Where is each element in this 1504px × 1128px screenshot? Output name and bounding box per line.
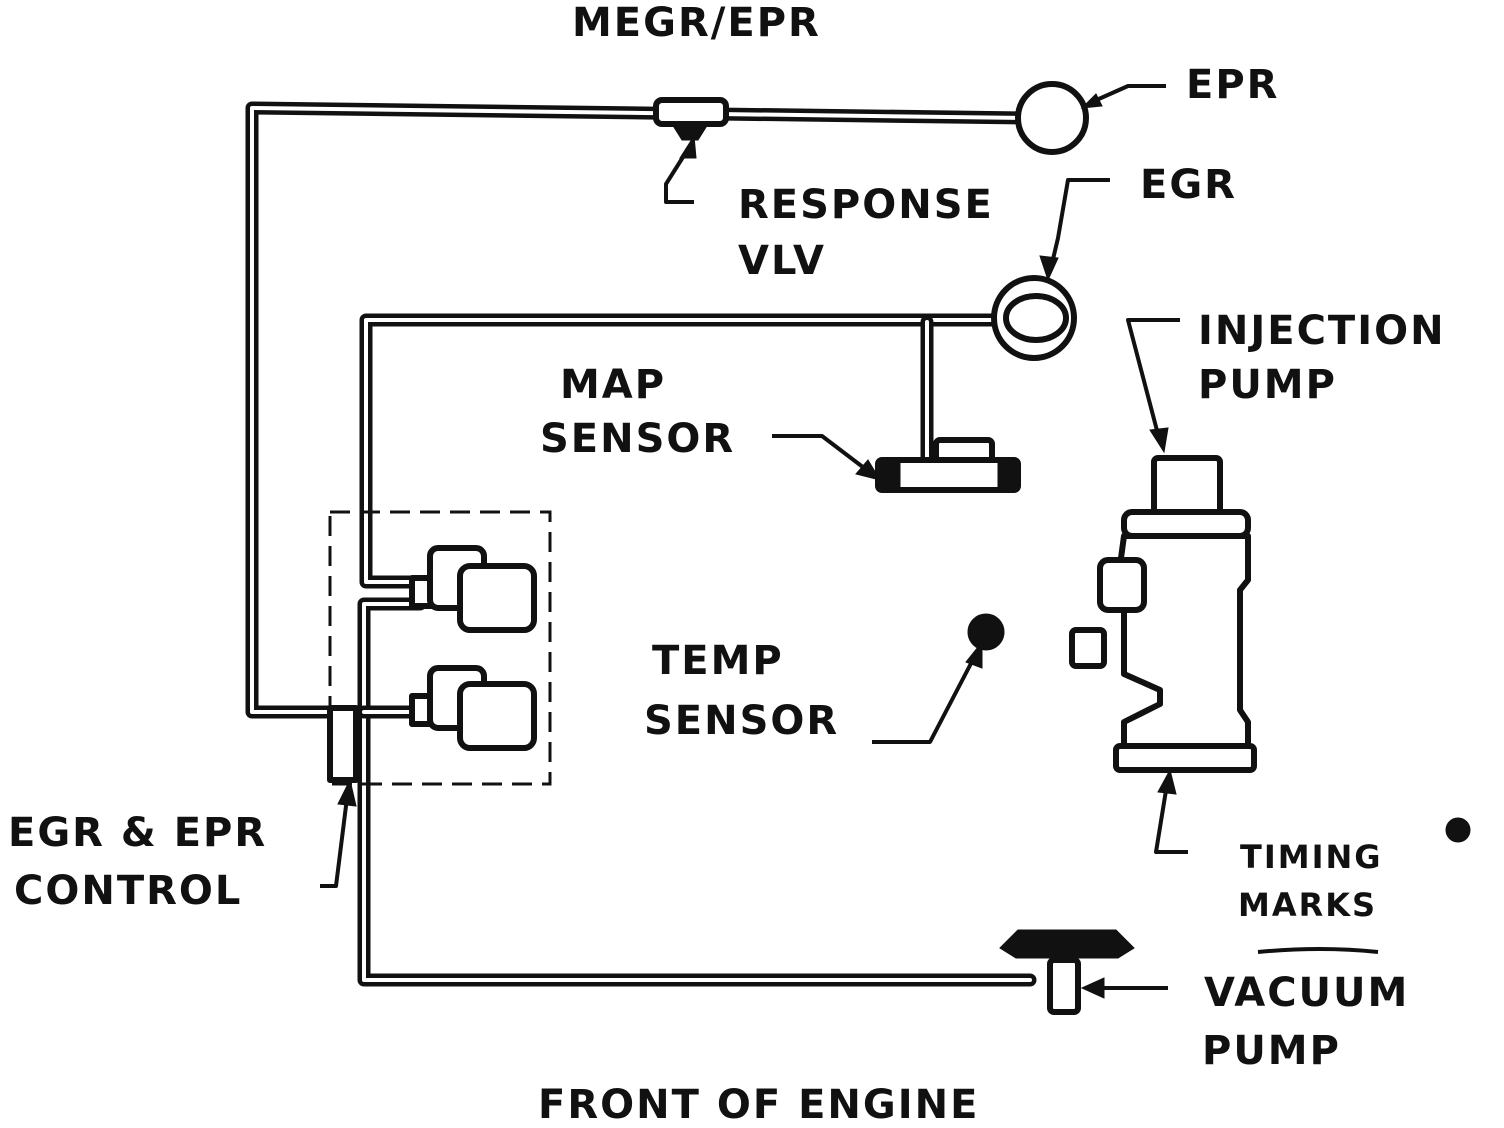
solenoid-lower	[409, 665, 537, 751]
egr-epr-control-label-line1: EGR & EPR	[8, 810, 267, 856]
leader-lines	[320, 84, 1379, 999]
map-sensor-label-line2: SENSOR	[540, 416, 735, 462]
control-bracket	[327, 705, 359, 783]
epr-label: EPR	[1186, 62, 1279, 108]
injection-pump-label-line2: PUMP	[1198, 362, 1337, 408]
egr-epr-control-label-line2: CONTROL	[14, 868, 242, 914]
response-valve	[653, 97, 729, 141]
egr-valve	[991, 275, 1077, 361]
hose-egr	[359, 313, 1017, 589]
map-sensor-label-line1: MAP	[560, 362, 666, 408]
decorative-dot	[1445, 817, 1471, 843]
temp-sensor	[967, 613, 1005, 651]
megr-epr-label: MEGR/EPR	[572, 0, 821, 46]
response-valve-label-line1: RESPONSE	[738, 182, 994, 228]
solenoid-upper	[409, 545, 537, 633]
front-of-engine-label: FRONT OF ENGINE	[538, 1082, 979, 1128]
injection-pump	[1069, 455, 1257, 773]
egr-epr-control	[327, 510, 552, 786]
temp-sensor-label-line2: SENSOR	[644, 698, 839, 744]
vacuum-pump	[999, 929, 1135, 1015]
vacuum-pump-label-line1: VACUUM	[1204, 970, 1409, 1016]
response-valve-label-line2: VLV	[738, 238, 826, 284]
vacuum-pump-label-line2: PUMP	[1202, 1028, 1341, 1074]
timing-marks-label-line1: TIMING	[1240, 838, 1383, 876]
hose-epr	[245, 101, 1037, 719]
egr-label: EGR	[1140, 162, 1237, 208]
temp-sensor-label-line1: TEMP	[652, 638, 784, 684]
map-sensor	[875, 437, 1021, 493]
injection-pump-label-line1: INJECTION	[1198, 308, 1446, 354]
timing-marks-label-line2: MARKS	[1238, 886, 1377, 924]
epr-valve	[1015, 81, 1089, 155]
control-dashed-box	[328, 510, 552, 786]
